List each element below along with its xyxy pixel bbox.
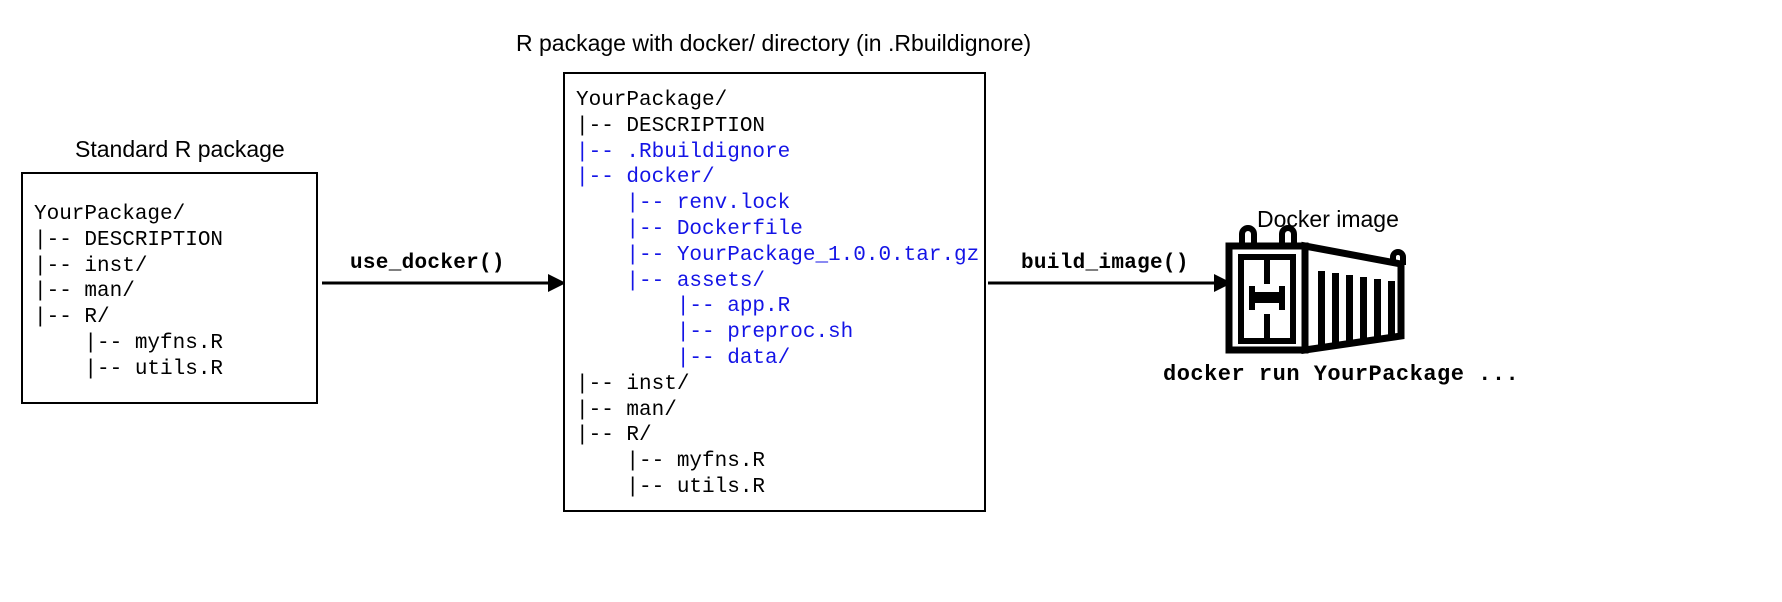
tree-line: |-- preproc.sh	[576, 321, 854, 345]
tree-line: |-- utils.R	[34, 357, 224, 381]
tree-line: YourPackage/	[34, 203, 186, 226]
tree-line: |-- renv.lock	[576, 192, 791, 216]
shipping-container-icon	[1225, 225, 1406, 354]
tree-line: |-- app.R	[576, 295, 791, 319]
docker-package-tree: YourPackage/|-- DESCRIPTION|-- .Rbuildig…	[576, 88, 979, 501]
build-image-label: build_image()	[1021, 252, 1189, 275]
standard-package-caption: Standard R package	[75, 136, 285, 162]
tree-line: |-- docker/	[576, 166, 715, 190]
tree-line: |-- man/	[34, 280, 135, 304]
tree-line: |-- .Rbuildignore	[576, 140, 791, 164]
use-docker-label: use_docker()	[350, 252, 505, 275]
tree-line: |-- myfns.R	[34, 331, 224, 355]
standard-package-tree: YourPackage/|-- DESCRIPTION|-- inst/|-- …	[34, 202, 223, 383]
docker-package-box: YourPackage/|-- DESCRIPTION|-- .Rbuildig…	[563, 72, 986, 512]
tree-line: |-- DESCRIPTION	[34, 228, 224, 252]
tree-line: |-- Dockerfile	[576, 217, 803, 241]
arrow-build-image	[988, 274, 1232, 292]
docker-image-caption: Docker image	[1257, 206, 1399, 232]
tree-line: |-- utils.R	[576, 475, 766, 499]
tree-line: |-- DESCRIPTION	[576, 114, 766, 138]
tree-line: |-- assets/	[576, 269, 766, 293]
arrow-use-docker	[322, 274, 566, 292]
tree-line: |-- inst/	[576, 372, 690, 396]
tree-line: |-- R/	[34, 306, 110, 330]
tree-line: |-- man/	[576, 398, 677, 422]
standard-package-box: YourPackage/|-- DESCRIPTION|-- inst/|-- …	[21, 172, 318, 404]
docker-run-command: docker run YourPackage ...	[1163, 362, 1520, 387]
tree-line: |-- data/	[576, 346, 791, 370]
docker-package-caption: R package with docker/ directory (in .Rb…	[516, 30, 1032, 56]
tree-line: YourPackage/	[576, 89, 728, 112]
tree-line: |-- R/	[576, 424, 652, 448]
tree-line: |-- inst/	[34, 254, 148, 278]
tree-line: |-- myfns.R	[576, 450, 766, 474]
tree-line: |-- YourPackage_1.0.0.tar.gz	[576, 243, 980, 267]
